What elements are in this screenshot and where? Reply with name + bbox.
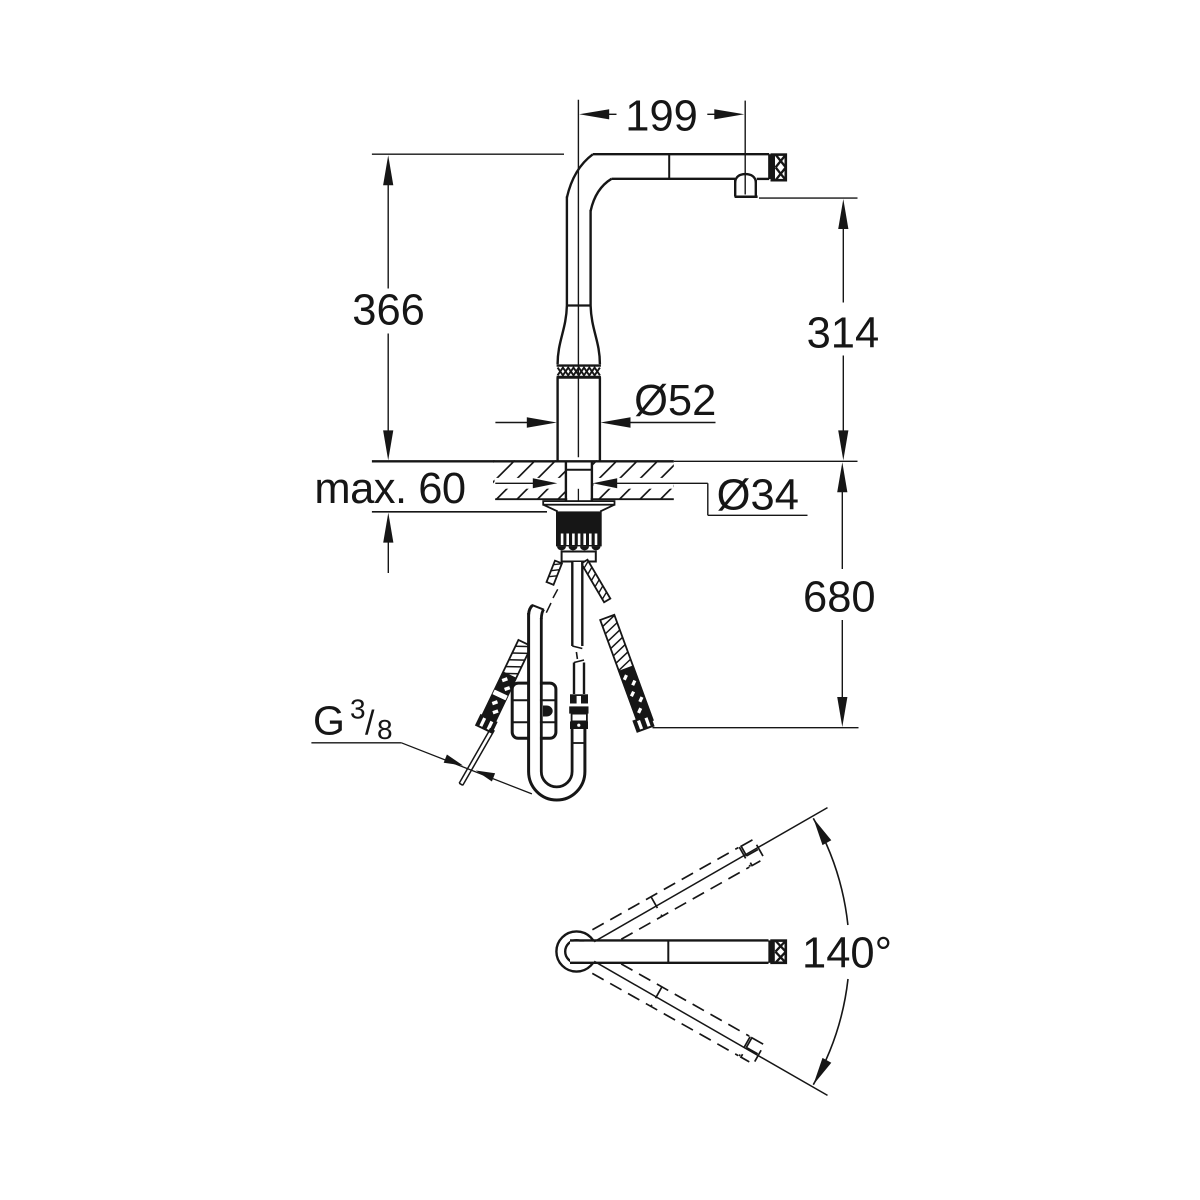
- svg-text:G: G: [313, 697, 345, 743]
- svg-text:366: 366: [352, 287, 425, 335]
- svg-text:680: 680: [803, 574, 876, 622]
- svg-text:314: 314: [807, 310, 880, 358]
- svg-text:Ø34: Ø34: [717, 472, 799, 520]
- svg-text:8: 8: [377, 714, 393, 745]
- svg-text:140°: 140°: [802, 930, 892, 978]
- svg-text:Ø52: Ø52: [634, 377, 716, 425]
- svg-text:/: /: [365, 704, 375, 742]
- svg-text:3: 3: [350, 694, 366, 725]
- svg-text:max. 60: max. 60: [314, 465, 465, 513]
- svg-text:199: 199: [625, 93, 698, 141]
